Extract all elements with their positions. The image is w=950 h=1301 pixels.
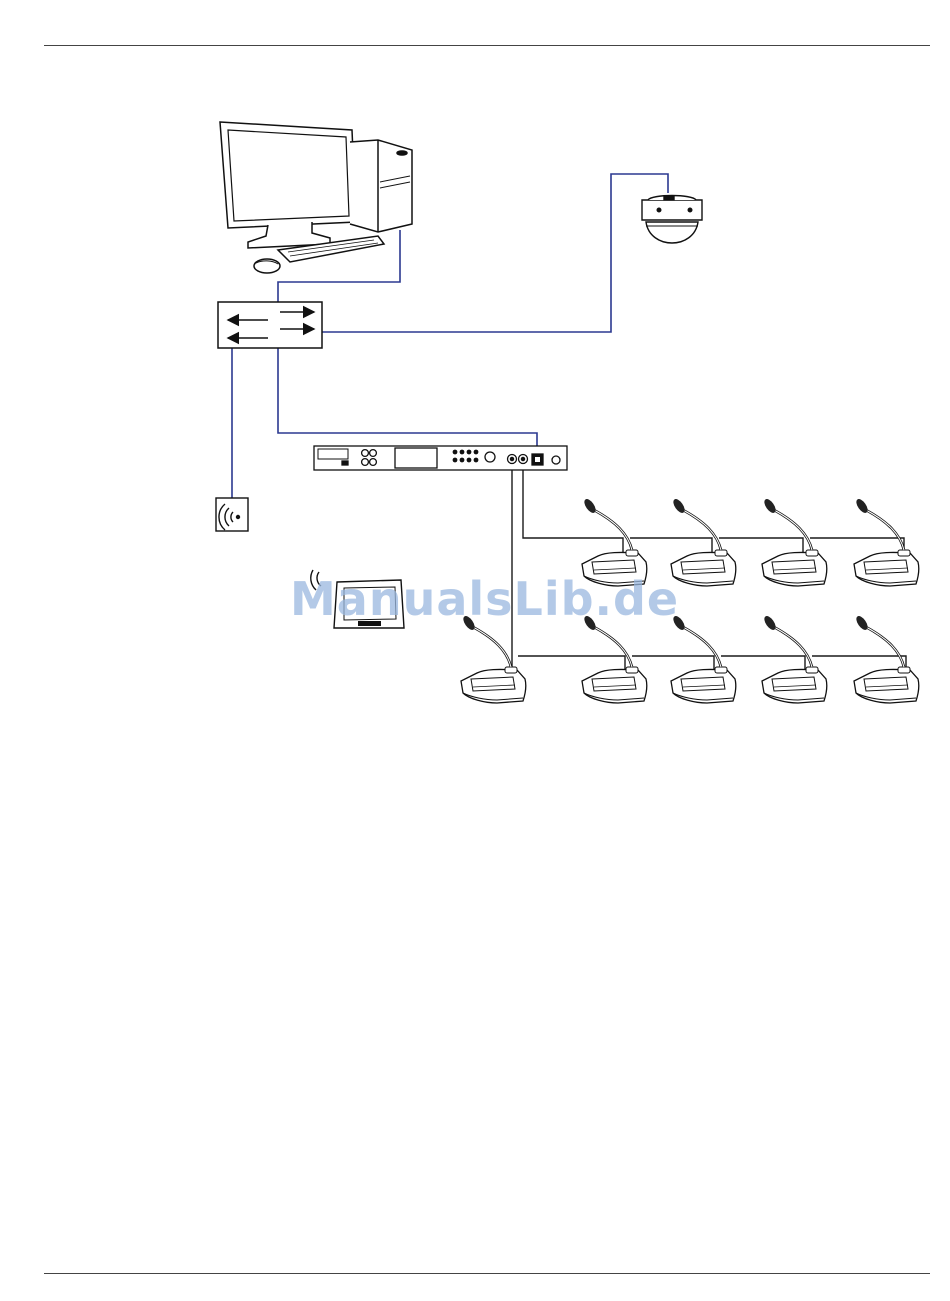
delegate-unit-icon bbox=[854, 497, 919, 586]
delegate-unit-icon bbox=[582, 614, 647, 703]
network-switch-icon bbox=[218, 302, 322, 348]
pc-workstation-icon bbox=[220, 122, 412, 273]
central-unit-icon bbox=[314, 446, 567, 470]
watermark: ManualsLib.de bbox=[290, 572, 679, 626]
delegate-units-bottom-row bbox=[461, 614, 919, 703]
chairman-unit-icon bbox=[461, 614, 526, 703]
delegate-unit-icon bbox=[671, 497, 736, 586]
delegate-unit-icon bbox=[762, 614, 827, 703]
link-switch-central bbox=[278, 348, 537, 455]
delegate-unit-icon bbox=[854, 614, 919, 703]
dome-camera-icon bbox=[642, 196, 702, 244]
delegate-unit-icon bbox=[762, 497, 827, 586]
delegate-unit-icon bbox=[671, 614, 736, 703]
wireless-access-point-icon bbox=[216, 498, 248, 531]
chain-top bbox=[523, 460, 623, 560]
